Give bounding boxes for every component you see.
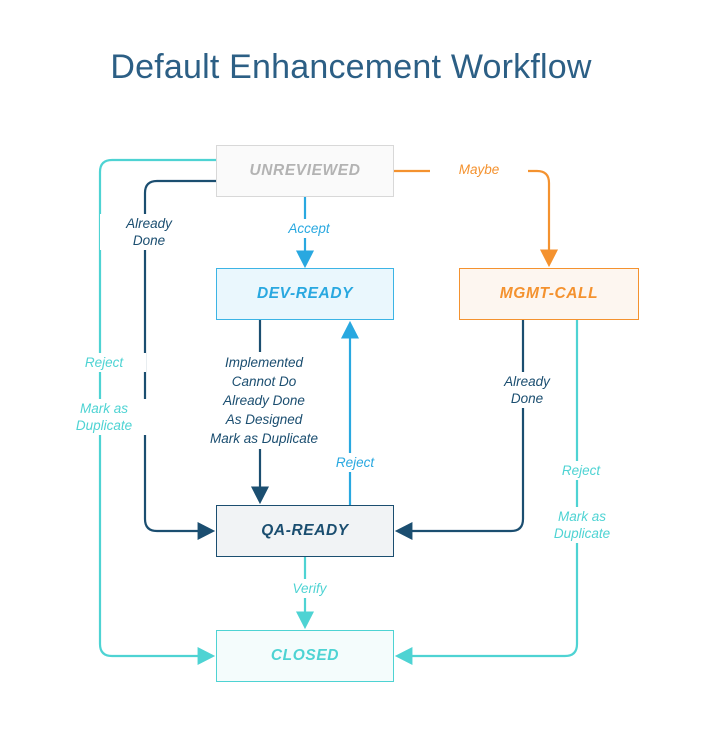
edge-label-mark-as-duplicate-left: Mark as Duplicate	[54, 399, 154, 435]
node-unreviewed-label: UNREVIEWED	[249, 162, 361, 179]
node-closed-label: CLOSED	[270, 647, 340, 664]
node-closed[interactable]: CLOSED	[216, 630, 394, 682]
edge-label-verify: Verify	[258, 579, 361, 598]
edge-maybe	[394, 169, 559, 268]
node-dev-ready-label: DEV-READY	[256, 285, 354, 302]
edge-label-reject-left: Reject	[62, 353, 146, 372]
edge-already-done-right	[394, 320, 525, 541]
edge-reject-duplicate-right	[394, 320, 579, 666]
edge-label-maybe: Maybe	[430, 160, 528, 179]
edge-label-reject-right: Reject	[542, 461, 620, 480]
node-qa-ready-label: QA-READY	[261, 522, 349, 539]
page-title: Default Enhancement Workflow	[110, 48, 592, 86]
node-dev-ready[interactable]: DEV-READY	[216, 268, 394, 320]
node-qa-ready[interactable]: QA-READY	[216, 505, 394, 557]
edge-label-dev-actions: Implemented Cannot Do Already Done As De…	[180, 352, 348, 449]
edge-label-accept: Accept	[255, 219, 363, 238]
edge-label-already-done-left: Already Done	[100, 214, 198, 250]
edge-label-already-done-right: Already Done	[480, 372, 574, 408]
node-mgmt-call-label: MGMT-CALL	[499, 285, 599, 302]
node-mgmt-call[interactable]: MGMT-CALL	[459, 268, 639, 320]
edge-label-mark-as-duplicate-right: Mark as Duplicate	[532, 507, 632, 543]
edge-label-reject-up: Reject	[316, 453, 394, 472]
node-unreviewed[interactable]: UNREVIEWED	[216, 145, 394, 197]
